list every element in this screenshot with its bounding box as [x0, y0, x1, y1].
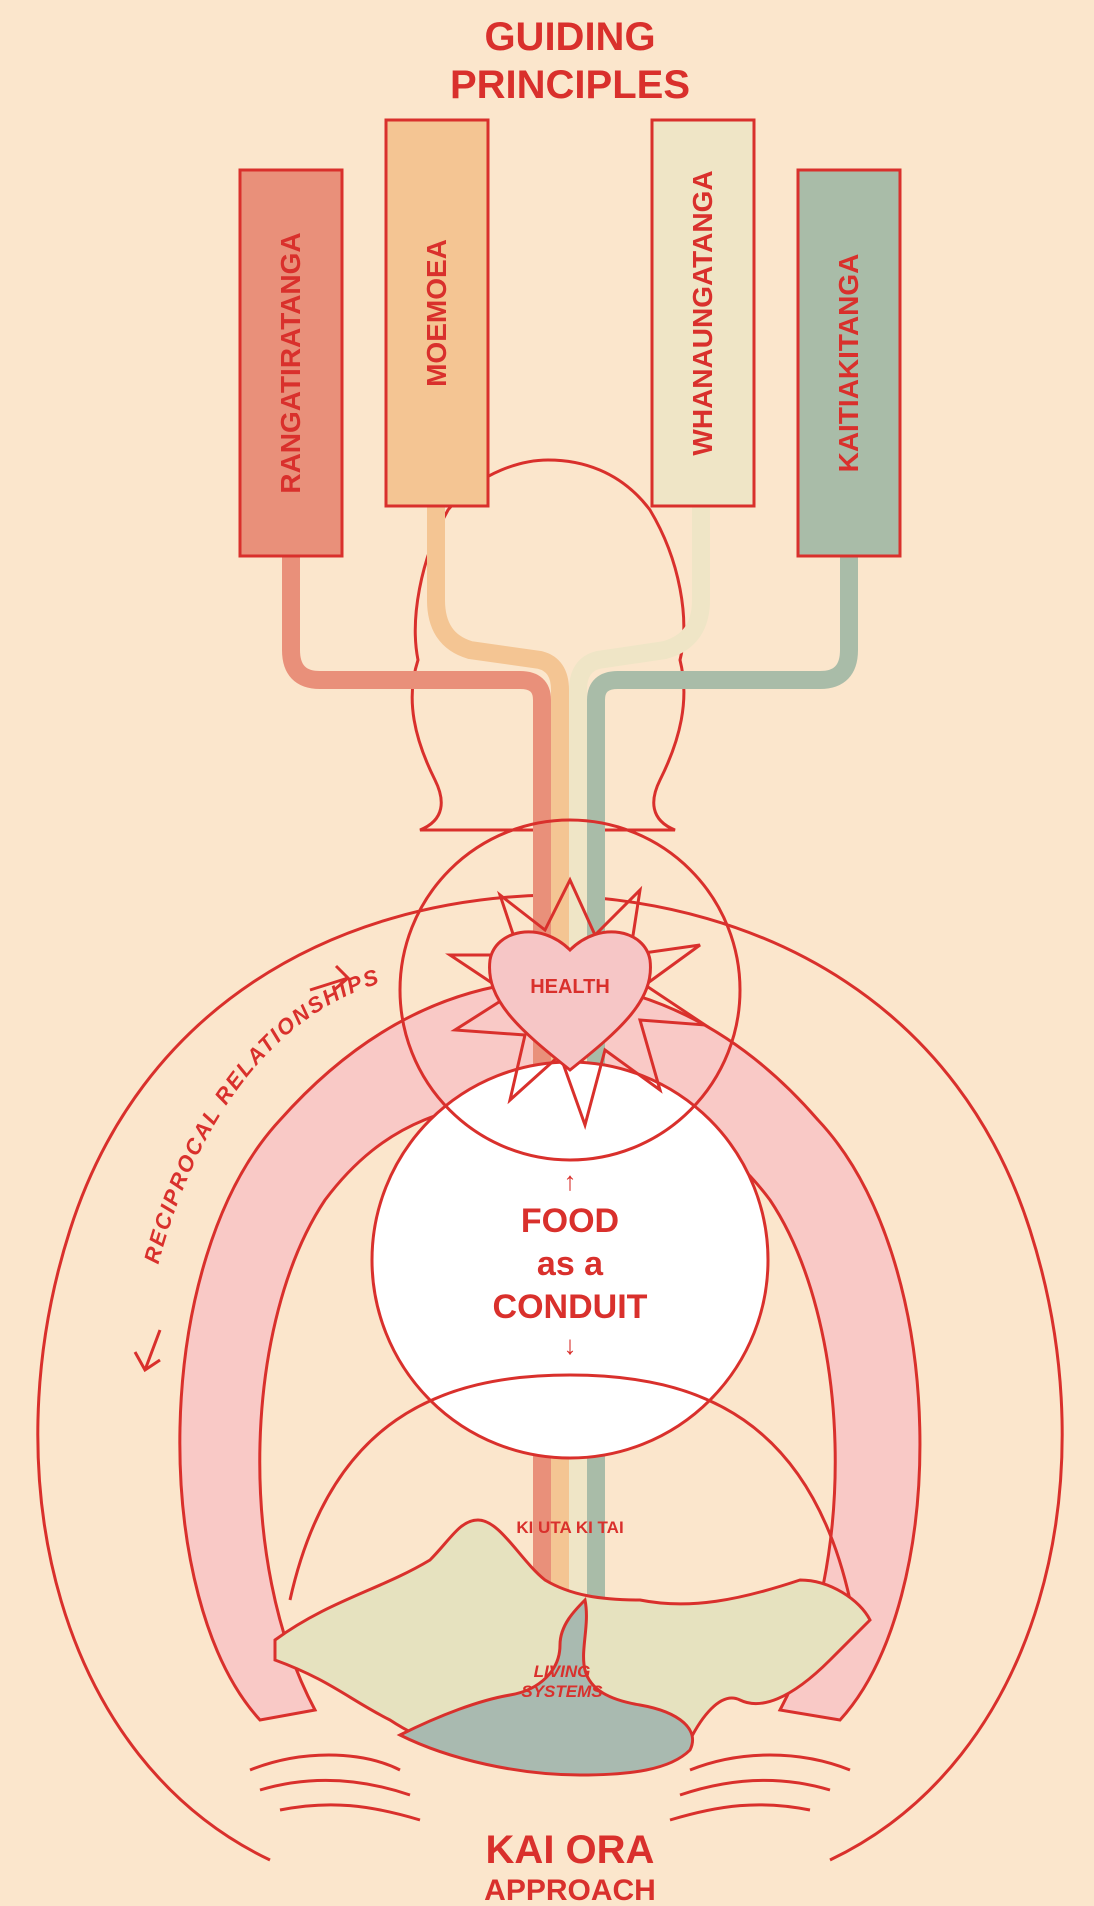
land-label-line-1: LIVING — [534, 1662, 591, 1681]
principle-label: WHANAUNGATANGA — [687, 170, 718, 455]
center-line-2: as a — [537, 1245, 604, 1283]
center-line-3: CONDUIT — [493, 1288, 648, 1326]
principle-label: MOEMOEA — [421, 239, 452, 387]
down-arrow-icon: ↓ — [564, 1330, 577, 1360]
principle-box-whanaungatanga: WHANAUNGATANGA — [652, 120, 754, 506]
center-line-1: FOOD — [521, 1202, 619, 1240]
river-label: KI UTA KI TAI — [516, 1518, 623, 1537]
up-arrow-icon: ↑ — [564, 1166, 577, 1196]
principle-box-rangatiratanga: RANGATIRATANGA — [240, 170, 342, 556]
principle-label: KAITIAKITANGA — [833, 254, 864, 473]
title-line-1: GUIDING — [484, 15, 655, 59]
footer-line-1: KAI ORA — [486, 1828, 655, 1872]
arc-arrow-bottom-icon — [135, 1330, 160, 1370]
principle-label: RANGATIRATANGA — [275, 232, 306, 493]
land-label-line-2: SYSTEMS — [521, 1682, 603, 1701]
footer-line-2: APPROACH — [484, 1874, 656, 1906]
heart-label: HEALTH — [530, 976, 610, 998]
principle-box-moemoea: MOEMOEA — [386, 120, 488, 506]
title-line-2: PRINCIPLES — [450, 63, 690, 107]
principle-box-kaitiakitanga: KAITIAKITANGA — [798, 170, 900, 556]
